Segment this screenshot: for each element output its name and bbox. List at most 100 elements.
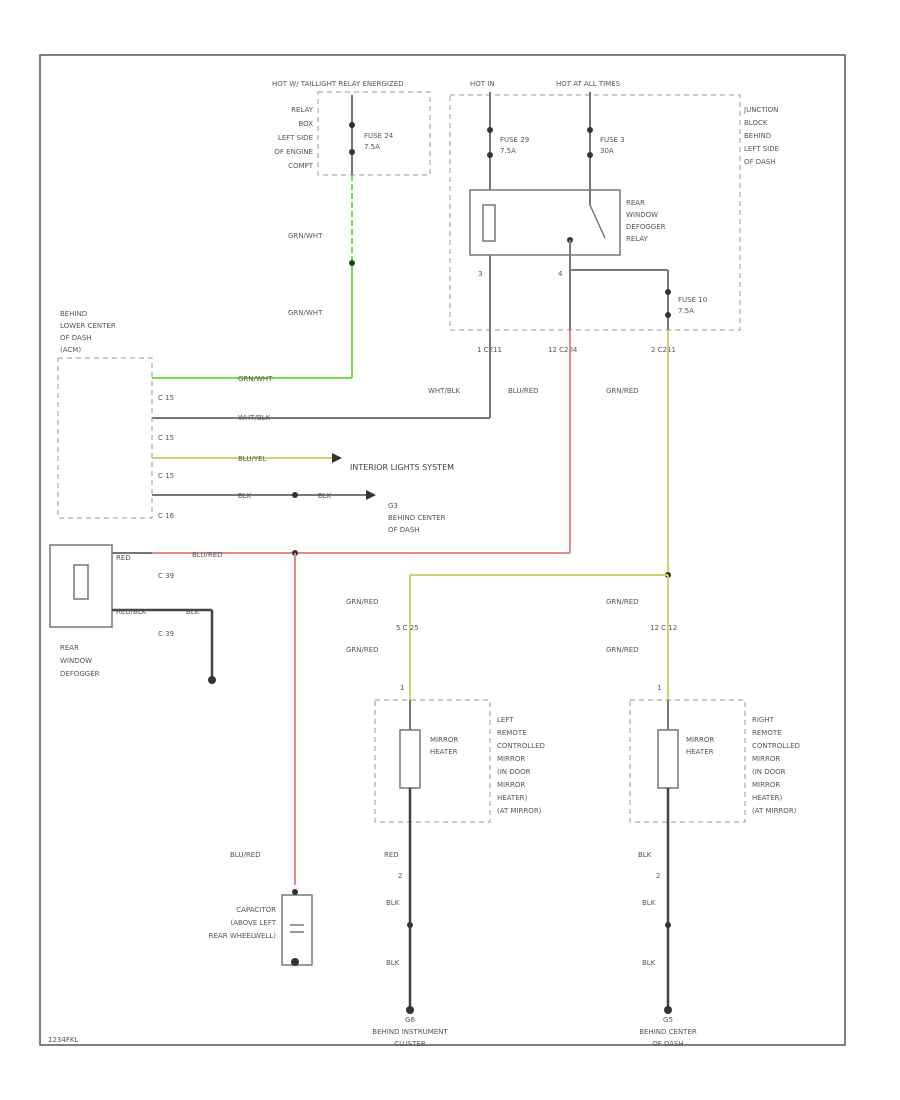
svg-text:OF ENGINE: OF ENGINE xyxy=(274,148,313,156)
acm-block-label: BEHIND LOWER CENTER OF DASH (ACM) xyxy=(60,310,116,354)
svg-text:RELAY: RELAY xyxy=(626,235,649,243)
svg-text:REAR WHEELWELL): REAR WHEELWELL) xyxy=(209,932,277,940)
svg-text:COMPT: COMPT xyxy=(288,162,314,170)
relay-pin-3: 3 xyxy=(478,270,482,278)
right-mirror-heater-icon xyxy=(657,729,679,789)
wire-label-wht-blk-1: WHT/BLK xyxy=(428,387,461,395)
connector-c12: 12 C 12 xyxy=(650,624,677,632)
wire-label-blk-r1: BLK xyxy=(186,608,200,616)
wire-label-red-2: RED xyxy=(384,851,399,859)
wire-label-blk-4: BLK xyxy=(386,959,400,967)
svg-text:CONTROLLED: CONTROLLED xyxy=(752,742,800,750)
svg-text:(AT MIRROR): (AT MIRROR) xyxy=(497,807,542,815)
right-mirror-pin-1: 1 xyxy=(657,684,661,692)
svg-text:RIGHT: RIGHT xyxy=(752,716,775,724)
diagram-frame xyxy=(39,54,846,1046)
right-mirror-heater-label-2: HEATER xyxy=(686,748,714,756)
fuse-29-contact-bottom xyxy=(487,152,493,158)
svg-text:OF DASH: OF DASH xyxy=(652,1040,684,1048)
relay-pin-4: 4 xyxy=(558,270,563,278)
fuse-10-rating: 7.5A xyxy=(678,307,694,315)
capacitor-component xyxy=(281,894,313,966)
svg-text:LOWER CENTER: LOWER CENTER xyxy=(60,322,116,330)
svg-text:WINDOW: WINDOW xyxy=(60,657,92,665)
svg-text:(IN DOOR: (IN DOOR xyxy=(497,768,531,776)
connector-c15-c: C 15 xyxy=(158,472,174,480)
svg-text:MIRROR: MIRROR xyxy=(497,781,525,789)
fuse-24-rating: 7.5A xyxy=(364,143,380,151)
ground-left-label: G6 BEHIND INSTRUMENT CLUSTER xyxy=(372,1016,448,1048)
svg-text:OF DASH: OF DASH xyxy=(60,334,92,342)
wire-label-blk-7: BLK xyxy=(638,851,652,859)
svg-text:BOX: BOX xyxy=(298,120,313,128)
left-mirror-outline xyxy=(374,699,491,823)
wire-label-blk-1: BLK xyxy=(238,492,252,500)
relay-box-label: RELAY BOX LEFT SIDE OF ENGINE COMPT xyxy=(274,106,313,170)
left-mirror-label: LEFT REMOTE CONTROLLED MIRROR (IN DOOR M… xyxy=(497,716,545,815)
defogger-grid-icon xyxy=(73,564,89,600)
right-ground-icon xyxy=(664,1006,672,1014)
fuse-10-contact-bottom xyxy=(665,312,671,318)
junction-block-outline xyxy=(449,94,741,331)
left-mirror-pin-2: 2 xyxy=(398,872,402,880)
wire-label-red-1: RED xyxy=(116,554,131,562)
svg-text:BEHIND: BEHIND xyxy=(60,310,87,318)
svg-text:REMOTE: REMOTE xyxy=(752,729,782,737)
svg-text:BEHIND: BEHIND xyxy=(744,132,771,140)
svg-text:G5: G5 xyxy=(663,1016,673,1024)
svg-text:G3: G3 xyxy=(388,502,398,510)
svg-text:MIRROR: MIRROR xyxy=(497,755,525,763)
svg-text:BEHIND CENTER: BEHIND CENTER xyxy=(388,514,446,522)
connector-c39-b: C 39 xyxy=(158,630,174,638)
fuse-3-contact-top xyxy=(587,127,593,133)
capacitor-terminal-top xyxy=(292,889,298,895)
svg-text:CONTROLLED: CONTROLLED xyxy=(497,742,545,750)
svg-text:CAPACITOR: CAPACITOR xyxy=(236,906,276,914)
right-mirror-pin-2: 2 xyxy=(656,872,660,880)
acm-block-outline xyxy=(57,357,153,519)
fuse-3-label: FUSE 3 xyxy=(600,136,625,144)
svg-text:RELAY: RELAY xyxy=(291,106,314,114)
wire-label-grn-red-2: GRN/RED xyxy=(346,598,379,606)
fuse-29-label: FUSE 29 xyxy=(500,136,529,144)
fuse-29-rating: 7.5A xyxy=(500,147,516,155)
connector-c211-right: 2 C211 xyxy=(651,346,676,354)
svg-text:MIRROR: MIRROR xyxy=(752,755,780,763)
svg-text:LEFT SIDE: LEFT SIDE xyxy=(744,145,779,153)
left-mirror-heater-label-2: HEATER xyxy=(430,748,458,756)
fuse-24-label: FUSE 24 xyxy=(364,132,394,140)
ground-right-label: G5 BEHIND CENTER OF DASH xyxy=(639,1016,697,1048)
wire-label-grn-wht-2: GRN/WHT xyxy=(288,309,323,317)
svg-text:(AT MIRROR): (AT MIRROR) xyxy=(752,807,797,815)
defogger-relay-label: REAR WINDOW DEFOGGER RELAY xyxy=(626,199,666,243)
svg-text:BLOCK: BLOCK xyxy=(744,119,768,127)
wire-label-grn-red-3: GRN/RED xyxy=(346,646,379,654)
defogger-label: REAR WINDOW DEFOGGER xyxy=(60,644,100,678)
relay-box-outline xyxy=(317,91,431,176)
left-mirror-pin-1: 1 xyxy=(400,684,404,692)
hot-in-label: HOT IN xyxy=(470,80,495,88)
capacitor-ground-icon xyxy=(291,958,299,966)
right-mirror-outline xyxy=(629,699,746,823)
fuse-3-contact-bottom xyxy=(587,152,593,158)
wire-label-blu-red-1: BLU/RED xyxy=(508,387,539,395)
junction-block-label: JUNCTION BLOCK BEHIND LEFT SIDE OF DASH xyxy=(743,106,779,166)
wire-label-grn-wht-3: GRN/WHT xyxy=(238,375,273,383)
grn-wht-splice xyxy=(349,260,355,266)
wire-label-blk-3: BLK xyxy=(386,899,400,907)
footer-code: 1234FKL xyxy=(48,1036,78,1044)
defogger-ground-icon xyxy=(208,676,216,684)
hot-at-label: HOT AT ALL TIMES xyxy=(556,80,621,88)
svg-text:BEHIND CENTER: BEHIND CENTER xyxy=(639,1028,697,1036)
fuse-10-label: FUSE 10 xyxy=(678,296,707,304)
ground-g3-arrow-icon xyxy=(366,490,376,500)
wire-label-blu-red-2: BLU/RED xyxy=(192,551,223,559)
wire-label-blk-2: BLK xyxy=(318,492,332,500)
fuse-24-contact-top xyxy=(349,122,355,128)
wire-label-grn-red-4: GRN/RED xyxy=(606,598,639,606)
svg-text:(ABOVE LEFT: (ABOVE LEFT xyxy=(230,919,276,927)
svg-text:REAR: REAR xyxy=(60,644,79,652)
svg-text:OF DASH: OF DASH xyxy=(744,158,776,166)
right-mirror-heater-label: MIRROR xyxy=(686,736,714,744)
svg-text:MIRROR: MIRROR xyxy=(752,781,780,789)
